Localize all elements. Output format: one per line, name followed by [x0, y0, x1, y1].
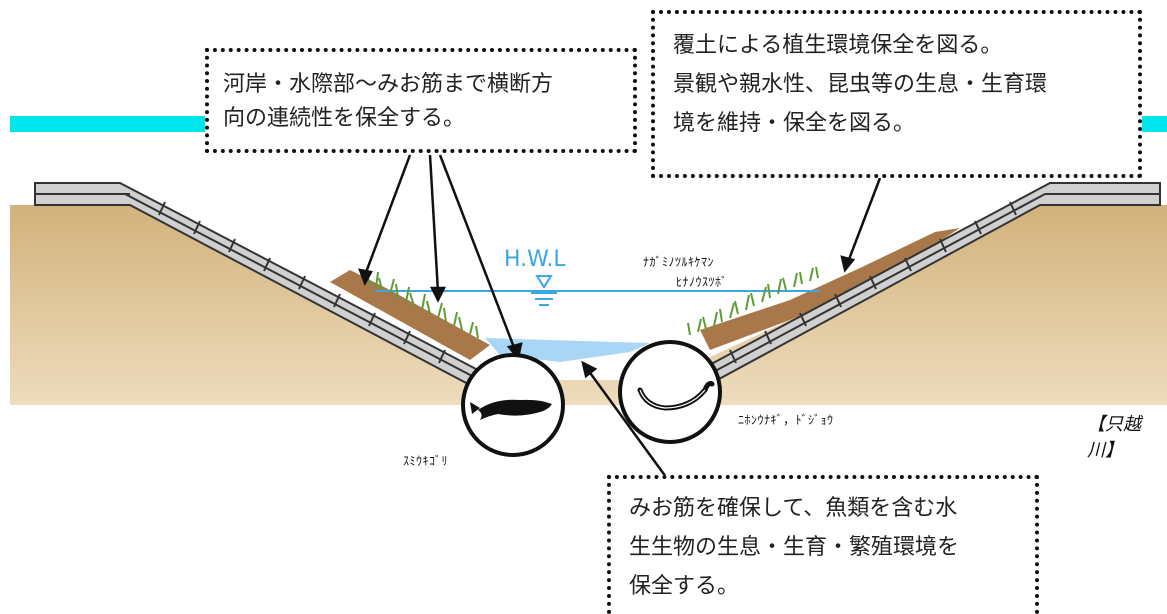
cover-soil-right [700, 228, 960, 350]
cyan-band-right [1142, 116, 1167, 132]
hwl-water-symbol [531, 275, 557, 306]
fish-circle [461, 353, 565, 457]
callout-waterway-line-2: 生生物の生息・生育・繁殖環境を [629, 535, 960, 560]
callout-vegetation-line-3: 境を維持・保全を図る。 [673, 111, 916, 136]
hwl-label: H.W.L [504, 247, 566, 272]
fish-icon [478, 399, 552, 420]
callout-continuity-line-2: 向の連続性を保全する。 [223, 106, 466, 131]
leader-lines [358, 154, 882, 478]
plant-label-2: ﾋﾅﾉｳｽﾂﾎﾞ [676, 275, 728, 289]
callout-waterway: みお筋を確保して、魚類を含む水 生生物の生息・生育・繁殖環境を 保全する。 [607, 475, 1039, 614]
callout-continuity-line-1: 河岸・水際部～みお筋まで横断方 [223, 72, 554, 97]
plant-label-1: ﾅｶﾞﾐﾉﾂﾙｷｹﾏﾝ [643, 255, 715, 269]
callout-vegetation-line-1: 覆土による植生環境保全を図る。 [673, 33, 1003, 58]
eel-label: ﾆﾎﾝｳﾅｷﾞ，ﾄﾞｼﾞｮｳ [738, 413, 834, 427]
source-label: 【只越川】 [1087, 414, 1141, 461]
callout-waterway-line-3: 保全する。 [629, 574, 740, 599]
grass-right [687, 266, 819, 336]
callout-waterway-line-1: みお筋を確保して、魚類を含む水 [629, 496, 958, 521]
cover-soil-left [330, 270, 490, 360]
ground [10, 205, 1167, 405]
callout-continuity: 河岸・水際部～みお筋まで横断方 向の連続性を保全する。 [205, 48, 637, 153]
cyan-band-left [10, 116, 210, 132]
callout-vegetation: 覆土による植生環境保全を図る。 景観や親水性、昆虫等の生息・生育環 境を維持・保… [651, 10, 1142, 178]
fish-label: ｽﾐｳｷｺﾞﾘ [403, 454, 449, 468]
eel-circle [618, 340, 722, 444]
callout-vegetation-line-2: 景観や親水性、昆虫等の生息・生育環 [673, 72, 1048, 97]
